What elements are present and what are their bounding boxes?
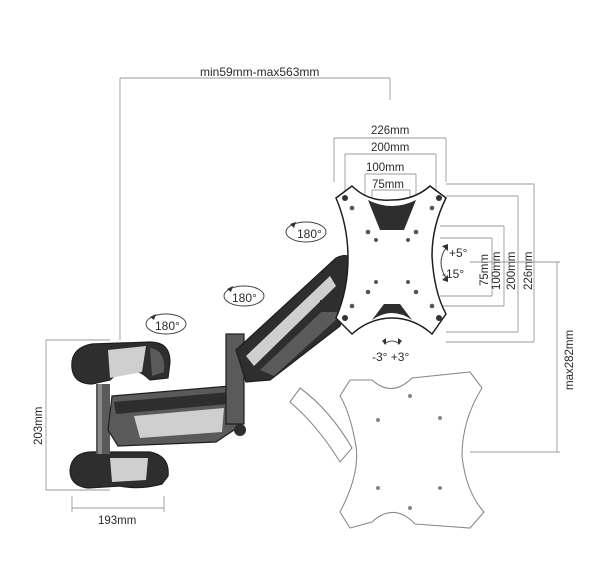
level-adjust-label: -3° +3° bbox=[372, 350, 409, 364]
vesa-100-height-label: 100mm bbox=[491, 252, 503, 290]
reach-label: min59mm-max563mm bbox=[200, 65, 319, 79]
vesa-226-width-label: 226mm bbox=[371, 125, 409, 137]
wall-swivel-indicator: 180° bbox=[145, 313, 187, 335]
top-swivel-label: 180° bbox=[297, 227, 322, 241]
wall-plate bbox=[69, 341, 171, 489]
lowered-vesa-plate-outline bbox=[289, 371, 485, 529]
upper-arm bbox=[225, 255, 359, 425]
mid-swivel-indicator: 180° bbox=[223, 285, 265, 307]
vesa-75-height-label: 75mm bbox=[479, 254, 491, 286]
tilt-up-label: +5° bbox=[449, 246, 468, 260]
lower-arm bbox=[107, 385, 246, 447]
base-width-label: 193mm bbox=[98, 515, 136, 527]
base-width-dimension: 193mm bbox=[71, 496, 165, 527]
max-height-label: max282mm bbox=[564, 330, 576, 390]
vesa-100-width-label: 100mm bbox=[366, 162, 404, 174]
max-height-dimension: max282mm bbox=[470, 261, 576, 453]
reach-dimension: min59mm-max563mm bbox=[119, 65, 391, 340]
tilt-indicator: +5° -15° bbox=[440, 244, 468, 282]
top-swivel-indicator: 180° bbox=[285, 221, 327, 243]
wall-swivel-label: 180° bbox=[155, 319, 180, 333]
vesa-226-height-label: 226mm bbox=[523, 252, 535, 290]
vesa-height-dimensions: 75mm 100mm 200mm 226mm bbox=[440, 183, 535, 343]
base-height-dimension: 203mm bbox=[33, 339, 110, 491]
vesa-200-width-label: 200mm bbox=[371, 142, 409, 154]
vesa-200-height-label: 200mm bbox=[506, 252, 518, 290]
tilt-down-label: -15° bbox=[442, 267, 464, 281]
mid-swivel-label: 180° bbox=[232, 291, 257, 305]
level-adjust-indicator: -3° +3° bbox=[372, 338, 409, 364]
vesa-75-width-label: 75mm bbox=[372, 179, 404, 191]
vesa-bracket-plate bbox=[335, 185, 447, 336]
base-height-label: 203mm bbox=[33, 407, 45, 445]
